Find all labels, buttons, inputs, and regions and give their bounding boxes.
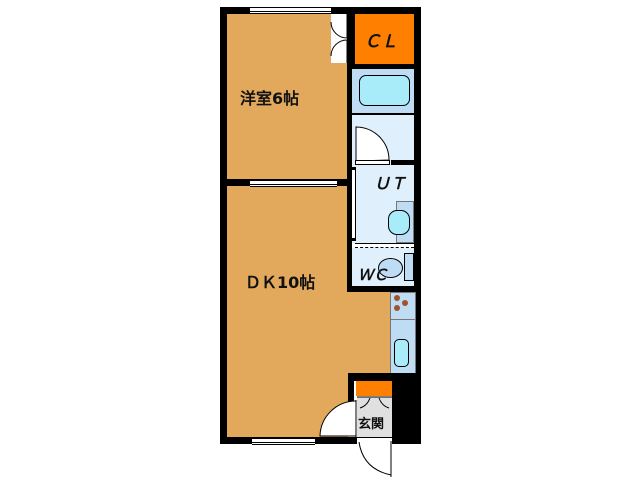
window-divider-sliding[interactable] (250, 180, 337, 187)
dining-kitchen (227, 186, 348, 437)
entrance (357, 397, 392, 437)
entrance-wall-left (348, 373, 354, 403)
entrance-wall-right (392, 373, 421, 444)
stove-burners-icon (394, 295, 408, 311)
dining-kitchen-ext (347, 292, 390, 373)
dk-door-arc (319, 400, 357, 437)
closet-label: ＣＬ (364, 32, 398, 52)
outer-wall-right (414, 7, 421, 444)
toilet-bowl-icon (378, 258, 403, 278)
western-room-label: 洋室6帖 (240, 89, 300, 108)
entrance-wall-top (348, 373, 421, 381)
bath-wall-bottom (352, 113, 414, 115)
wc-door (355, 243, 414, 248)
entrance-label: 玄関 (358, 417, 385, 432)
dining-kitchen-label: ＤＫ10帖 (245, 273, 316, 292)
toilet-label: ＷＣ (358, 266, 389, 284)
shoe-cabinet (356, 381, 392, 396)
front-door-arc (358, 441, 392, 477)
window-bottom[interactable] (252, 438, 315, 445)
ut-sliding-door (351, 167, 356, 241)
front-door-gap (357, 437, 392, 444)
closet-wall-bottom (352, 64, 414, 69)
wc-wall-bottom (347, 286, 414, 292)
closet-wall-left (352, 14, 355, 66)
bath-door-threshold (355, 160, 390, 165)
bathtub-icon (359, 75, 410, 106)
western-room (227, 14, 348, 180)
window-top[interactable] (250, 7, 331, 14)
toilet-tank-icon (404, 253, 414, 281)
kitchen-sink-icon (394, 339, 409, 367)
ut-wall-segment (391, 160, 414, 165)
outer-wall-bottom (220, 437, 421, 444)
outer-wall-left (220, 7, 227, 444)
closet (355, 14, 414, 65)
entrance-threshold-arcs (357, 396, 392, 409)
bath-door-arc (355, 126, 390, 162)
washbasin-icon (388, 210, 410, 235)
utility-label: ＵＴ (374, 174, 407, 193)
closet-door-arcs (330, 14, 352, 63)
inner-wall-right-col (347, 14, 352, 292)
